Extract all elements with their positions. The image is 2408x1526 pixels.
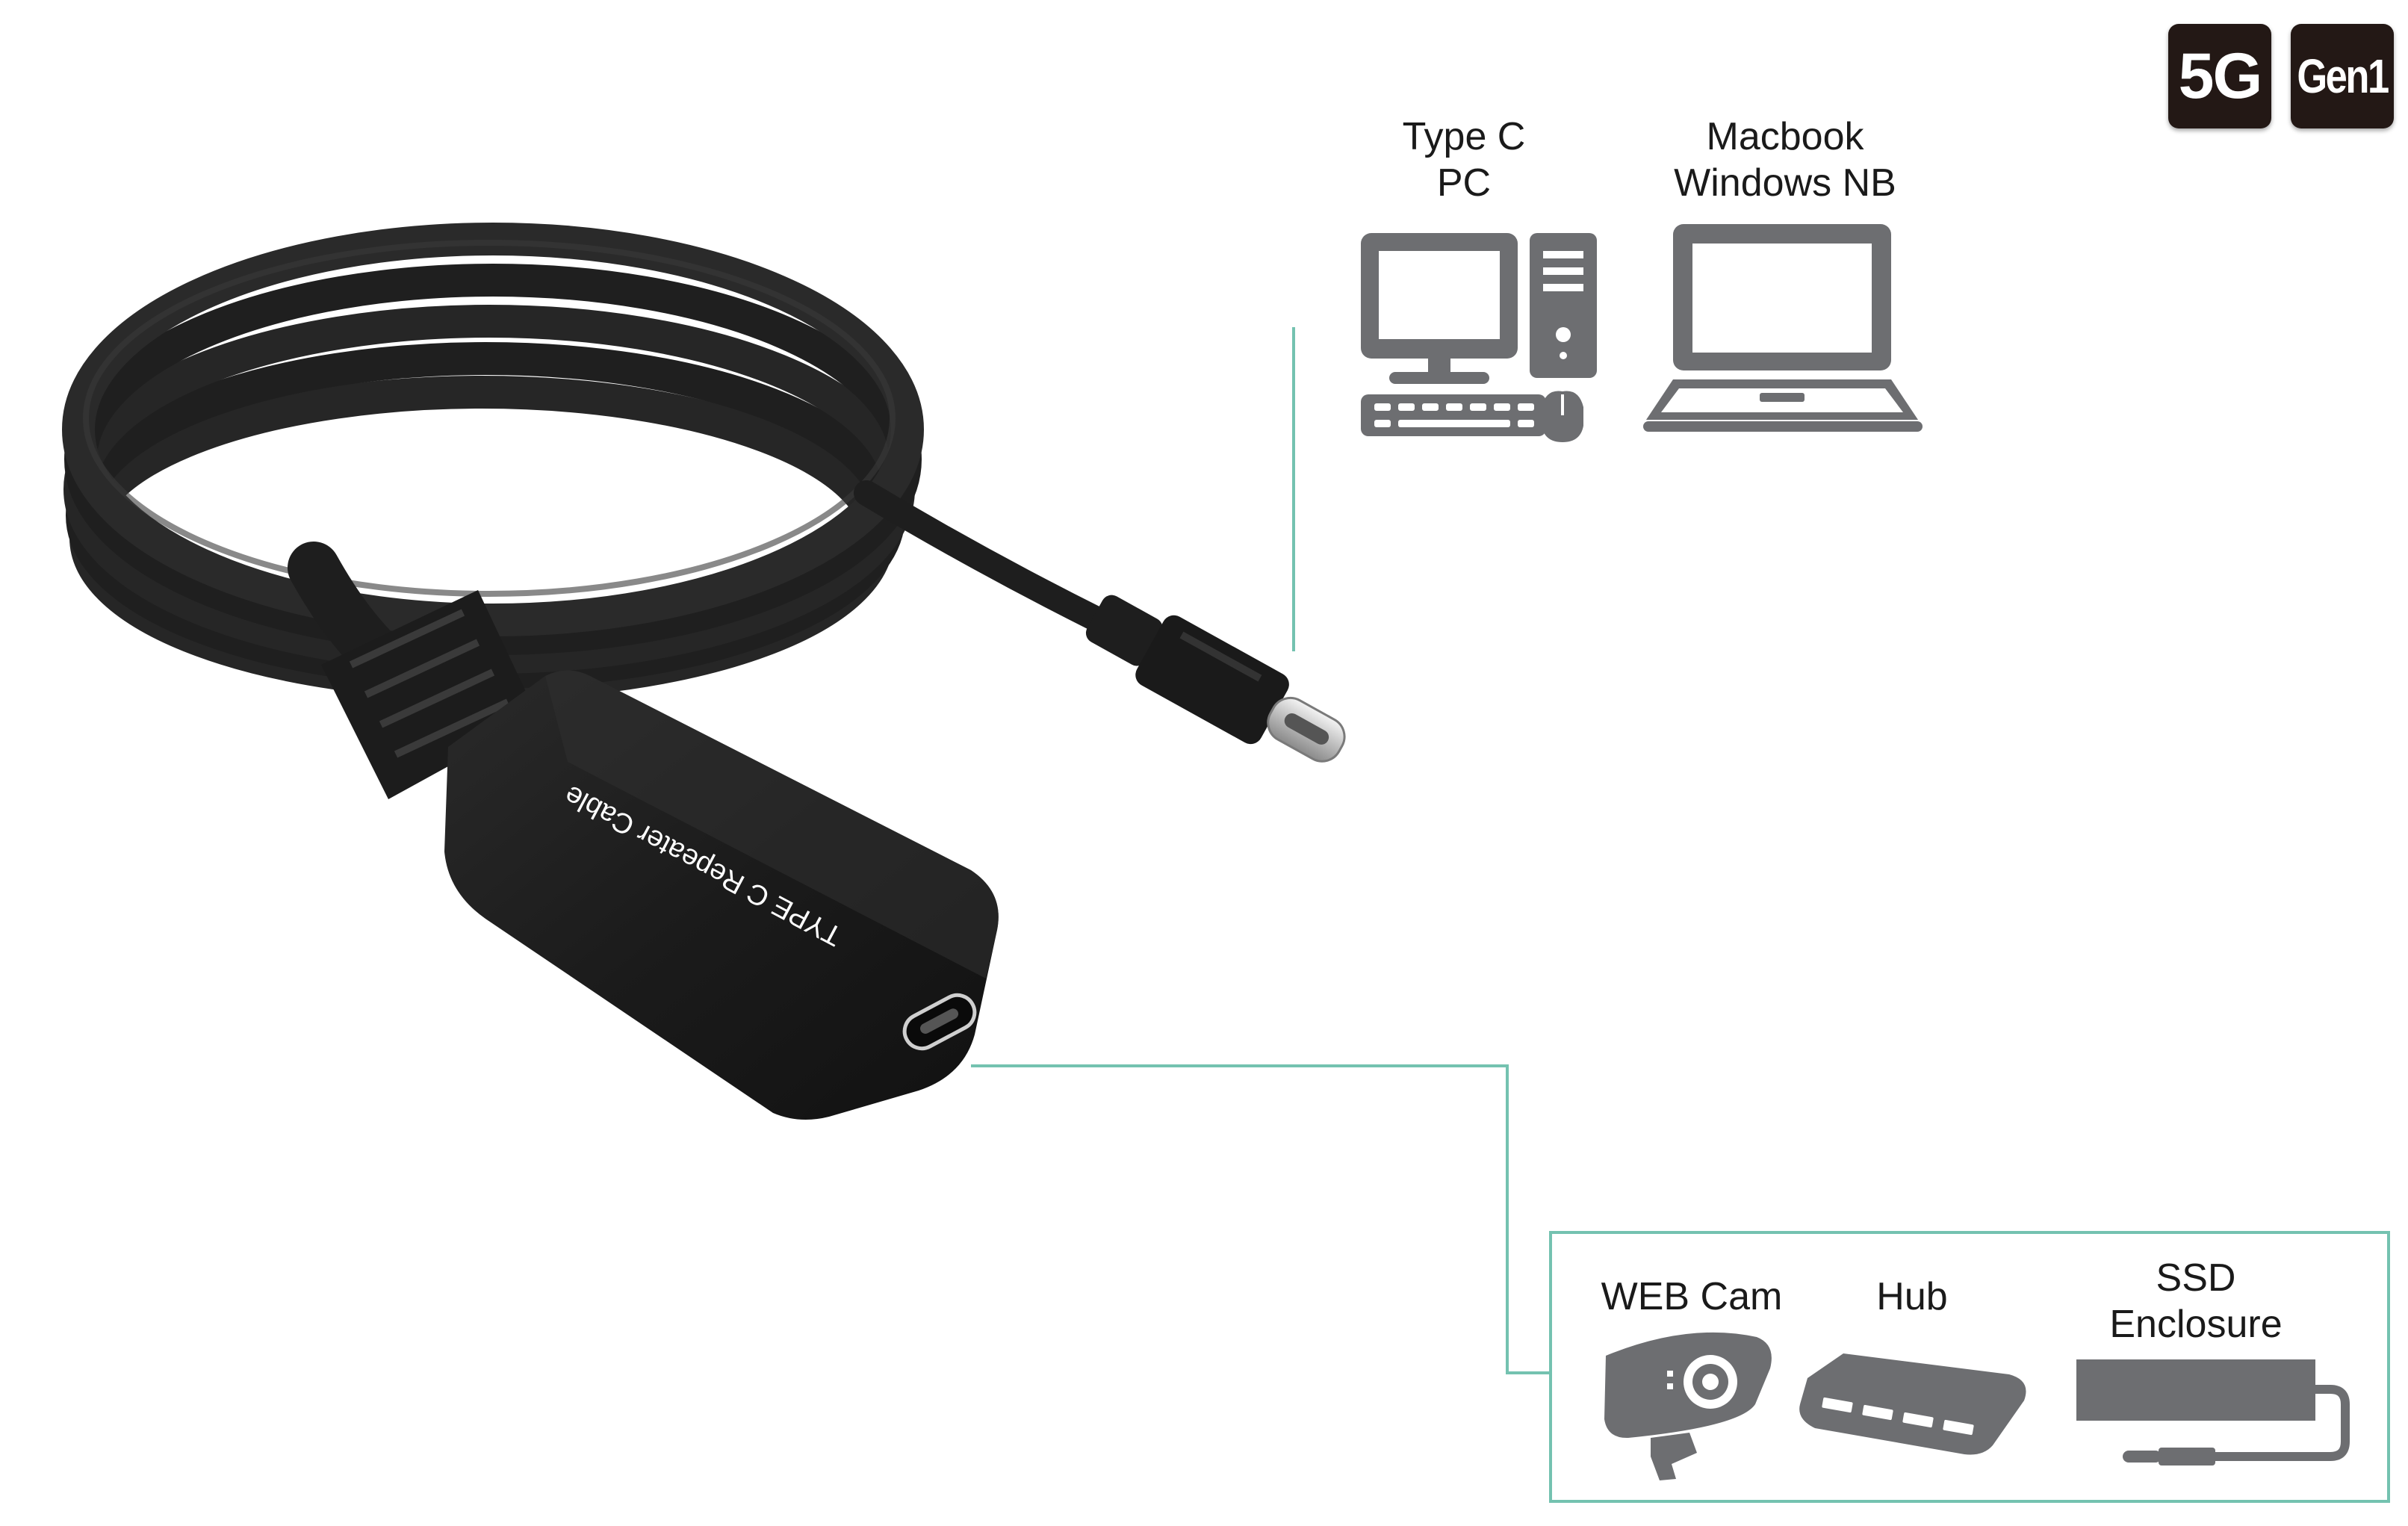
host-label-laptop-line2: Windows NB: [1674, 161, 1896, 205]
webcam-icon: [1604, 1332, 1772, 1480]
repeater-housing: TYPE C Repeater Cable: [444, 670, 999, 1120]
device-label-webcam-line1: WEB Cam: [1601, 1275, 1783, 1318]
host-label-pc: Type C PC: [1389, 114, 1539, 206]
host-label-pc-line2: PC: [1436, 161, 1492, 205]
host-label-pc-line1: Type C: [1402, 115, 1526, 158]
speed-badge: 5G: [2168, 24, 2271, 128]
host-label-laptop-line1: Macbook: [1706, 115, 1864, 158]
device-label-ssd-line1: SSD: [2156, 1256, 2236, 1300]
devices-box: [1549, 1231, 2390, 1503]
device-label-hub: Hub: [1837, 1274, 1987, 1320]
speed-badge-text: 5G: [2178, 40, 2263, 112]
generation-badge-text: Gen1: [2297, 49, 2389, 103]
laptop-icon: [1643, 224, 1923, 432]
strain-relief: [321, 590, 538, 799]
device-label-webcam: WEB Cam: [1583, 1274, 1800, 1320]
device-label-ssd-line2: Enclosure: [2109, 1303, 2283, 1346]
generation-badge: Gen1: [2291, 24, 2394, 128]
usb-c-female-port: [902, 993, 977, 1051]
device-connector-line: [971, 1064, 1549, 1374]
coiled-cable: [62, 223, 1111, 736]
host-label-laptop: Macbook Windows NB: [1643, 114, 1927, 206]
ssd-enclosure-icon: [2076, 1359, 2350, 1465]
hub-icon: [1799, 1353, 2026, 1455]
device-label-hub-line1: Hub: [1876, 1275, 1948, 1318]
desktop-pc-icon: [1361, 233, 1597, 442]
device-label-ssd: SSD Enclosure: [2084, 1255, 2308, 1347]
connector-lines: [971, 327, 1549, 1374]
usb-c-male-plug: [1085, 595, 1346, 763]
